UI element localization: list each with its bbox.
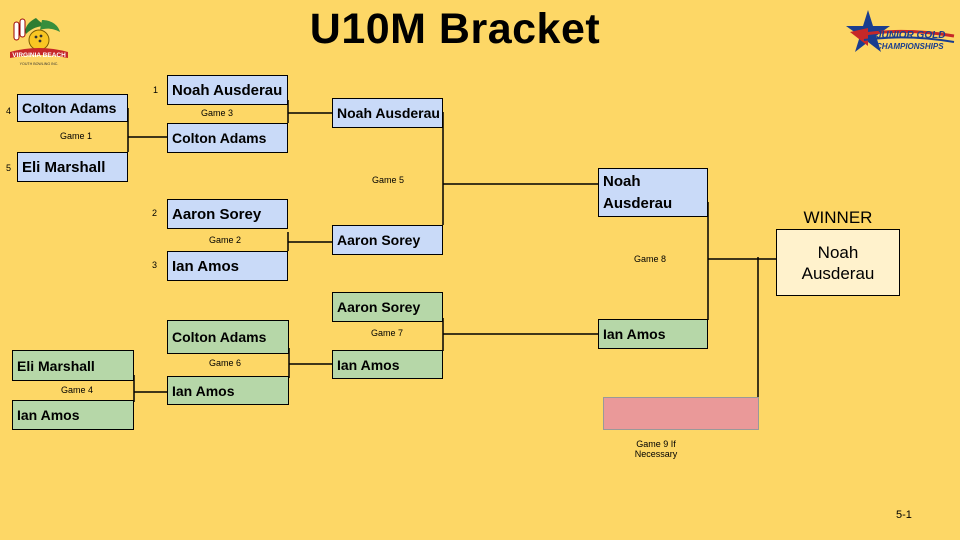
player-box: Noah Ausderau bbox=[598, 168, 708, 217]
game-label: Game 3 bbox=[201, 108, 234, 118]
game-label: Game 5 bbox=[372, 175, 405, 185]
seed-label: 1 bbox=[153, 85, 159, 95]
player-box: Aaron Sorey bbox=[167, 199, 288, 229]
player-box: Ian Amos bbox=[167, 376, 289, 405]
winner-name: Noah Ausderau bbox=[801, 242, 875, 283]
player-box: Ian Amos bbox=[598, 319, 708, 349]
svg-text:JUNIOR GOLD: JUNIOR GOLD bbox=[876, 30, 945, 41]
svg-text:CHAMPIONSHIPS: CHAMPIONSHIPS bbox=[876, 42, 944, 51]
game-label: Game 1 bbox=[60, 131, 93, 141]
player-box: Noah Ausderau bbox=[332, 98, 443, 128]
player-box: Aaron Sorey bbox=[332, 292, 443, 322]
seed-label: 5 bbox=[6, 163, 12, 173]
seed-label: 3 bbox=[152, 260, 158, 270]
svg-text:VIRGINIA BEACH: VIRGINIA BEACH bbox=[12, 52, 66, 59]
player-box: Ian Amos bbox=[332, 350, 443, 379]
player-box: Ian Amos bbox=[167, 251, 288, 281]
game-label: Game 2 bbox=[209, 235, 242, 245]
player-box: Colton Adams bbox=[17, 94, 128, 122]
game-label: Game 4 bbox=[61, 385, 94, 395]
game9-box bbox=[603, 397, 759, 430]
page-title: U10M Bracket bbox=[309, 5, 601, 53]
junior-gold-logo: JUNIOR GOLD CHAMPIONSHIPS bbox=[846, 10, 955, 52]
player-box: Colton Adams bbox=[167, 320, 289, 354]
page-number: 5-1 bbox=[896, 509, 912, 521]
seed-label: 4 bbox=[6, 106, 12, 116]
player-box: Ian Amos bbox=[12, 400, 134, 430]
player-box: Noah Ausderau bbox=[167, 75, 288, 105]
player-box: Eli Marshall bbox=[17, 152, 128, 182]
winner-label: WINNER bbox=[803, 208, 873, 227]
game-label: Game 9 If Necessary bbox=[634, 439, 678, 459]
virginia-beach-logo: VIRGINIA BEACH YOUTH BOWLING INC. bbox=[10, 18, 68, 66]
seed-label: 2 bbox=[152, 208, 158, 218]
game-label: Game 8 bbox=[634, 254, 667, 264]
player-name: Noah Ausderau bbox=[603, 172, 673, 212]
winner-box: Noah Ausderau bbox=[776, 229, 900, 296]
player-box: Colton Adams bbox=[167, 123, 288, 153]
player-box: Eli Marshall bbox=[12, 350, 134, 381]
svg-text:YOUTH BOWLING INC.: YOUTH BOWLING INC. bbox=[20, 62, 59, 66]
game-label: Game 7 bbox=[371, 328, 404, 338]
game-label: Game 6 bbox=[209, 358, 242, 368]
player-box: Aaron Sorey bbox=[332, 225, 443, 255]
